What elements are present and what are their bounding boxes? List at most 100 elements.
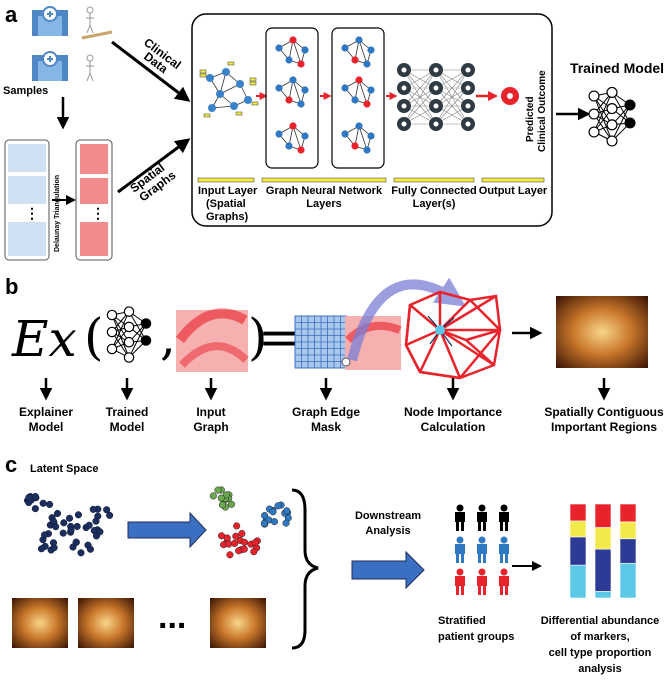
clustered-latent-space	[209, 486, 292, 559]
gnn-node	[351, 142, 359, 150]
latent-point	[74, 511, 82, 519]
bar-segment-group-2	[594, 503, 612, 528]
trained-edge	[593, 92, 613, 133]
hospital-icon	[32, 51, 68, 81]
input-layer-line3: Graphs)	[206, 211, 249, 223]
equation-comma: ,	[160, 308, 176, 366]
person-icon-leg	[500, 586, 503, 595]
tissue-sample-images	[4, 139, 50, 261]
gnn-node	[285, 56, 293, 64]
equation-open-paren: (	[84, 308, 104, 366]
fc-edge	[403, 69, 437, 107]
person-icon-leg	[500, 554, 503, 563]
cluster-point	[238, 530, 246, 538]
latent-point	[89, 505, 97, 513]
trained-node	[588, 126, 600, 138]
diff-line2: of markers,	[570, 631, 629, 643]
cluster-point	[261, 512, 269, 520]
person-icon-leg	[478, 586, 481, 595]
person-icon-body	[477, 544, 487, 554]
downstream-arrow	[351, 550, 425, 590]
node-line1: Node Importance	[404, 405, 502, 419]
output-node	[501, 87, 519, 105]
gnn-node	[297, 100, 305, 108]
gnn-node	[297, 60, 305, 68]
latent-point	[53, 509, 62, 518]
equation-close-paren: )	[248, 308, 268, 366]
hospital-icon	[32, 6, 68, 36]
person-icon-body	[455, 512, 465, 522]
trained-node	[123, 306, 135, 317]
latent-point	[49, 517, 57, 525]
person-icon-leg	[456, 554, 459, 563]
latent-point	[106, 511, 114, 519]
mask-line1: Graph Edge	[292, 405, 360, 419]
bar-segment-group-3	[619, 521, 637, 540]
person-icon-body	[477, 512, 487, 522]
gnn-line1: Graph Neural Network	[266, 185, 383, 197]
cluster-point	[240, 545, 248, 553]
gnn-node	[341, 130, 349, 138]
person-icon-head	[456, 568, 464, 576]
fc-line1: Fully Connected	[391, 185, 477, 197]
gnn-node	[351, 96, 359, 104]
tiles-ellipsis: ...	[158, 598, 186, 636]
predicted-line1: Predicted	[525, 96, 536, 142]
trained-node	[106, 309, 118, 321]
trained-node	[140, 318, 152, 329]
latent-space-cluster	[23, 492, 114, 557]
person-icon-head	[500, 504, 508, 512]
fc-node-center	[401, 103, 407, 109]
person-icon-head	[500, 536, 508, 544]
node-line2: Calculation	[421, 420, 486, 434]
latent-point	[73, 522, 81, 531]
predicted-line2: Clinical Outcome	[537, 70, 548, 152]
cluster-point	[223, 534, 231, 542]
cluster-point	[222, 491, 231, 499]
fc-node-center	[401, 121, 407, 127]
gnn-node	[367, 46, 375, 54]
gnn-node	[301, 86, 309, 94]
output-layer-label: Output Layer	[479, 185, 548, 197]
fc-edge	[435, 87, 469, 125]
panel-a-letter: a	[5, 2, 18, 27]
latent-point	[41, 531, 49, 539]
input-graph-diagram	[199, 61, 259, 118]
bar-segment-group-3	[619, 503, 637, 523]
trained-model-network	[588, 86, 636, 147]
person-icon-head	[500, 568, 508, 576]
gnn-node	[275, 84, 283, 92]
person-icon-leg	[483, 554, 486, 563]
trained-node	[624, 99, 636, 111]
trained-node	[588, 108, 600, 120]
model-pipeline-box	[191, 13, 553, 227]
person-icon-leg	[461, 586, 464, 595]
gnn-node	[341, 84, 349, 92]
bar-segment-group-1	[569, 536, 587, 566]
trained-edge	[611, 104, 631, 142]
cluster-point	[209, 492, 217, 500]
explainer-line2: Model	[29, 420, 64, 434]
clinical-data-arrow	[111, 40, 191, 102]
cluster-point	[260, 519, 268, 527]
cluster-point	[214, 486, 222, 494]
gnn-node	[301, 46, 309, 54]
person-icon-leg	[456, 522, 459, 531]
bar-segment-group-3	[619, 538, 637, 564]
latent-point	[59, 529, 67, 537]
fc-line2: Layer(s)	[413, 198, 456, 210]
gnn-node	[275, 130, 283, 138]
person-icon-leg	[505, 554, 508, 563]
cluster-point	[218, 501, 227, 509]
person-icon-leg	[483, 586, 486, 595]
abundance-stacked-bar-chart	[569, 503, 637, 599]
fc-node-center	[465, 121, 471, 127]
fc-node-center	[401, 67, 407, 73]
gnn-node	[351, 56, 359, 64]
trained-edge	[128, 311, 147, 341]
latent-point	[103, 506, 111, 514]
trained-model-network	[106, 306, 152, 363]
gnn-edge	[292, 125, 302, 151]
samples-label: Samples	[3, 85, 48, 97]
cluster-point	[283, 507, 291, 515]
